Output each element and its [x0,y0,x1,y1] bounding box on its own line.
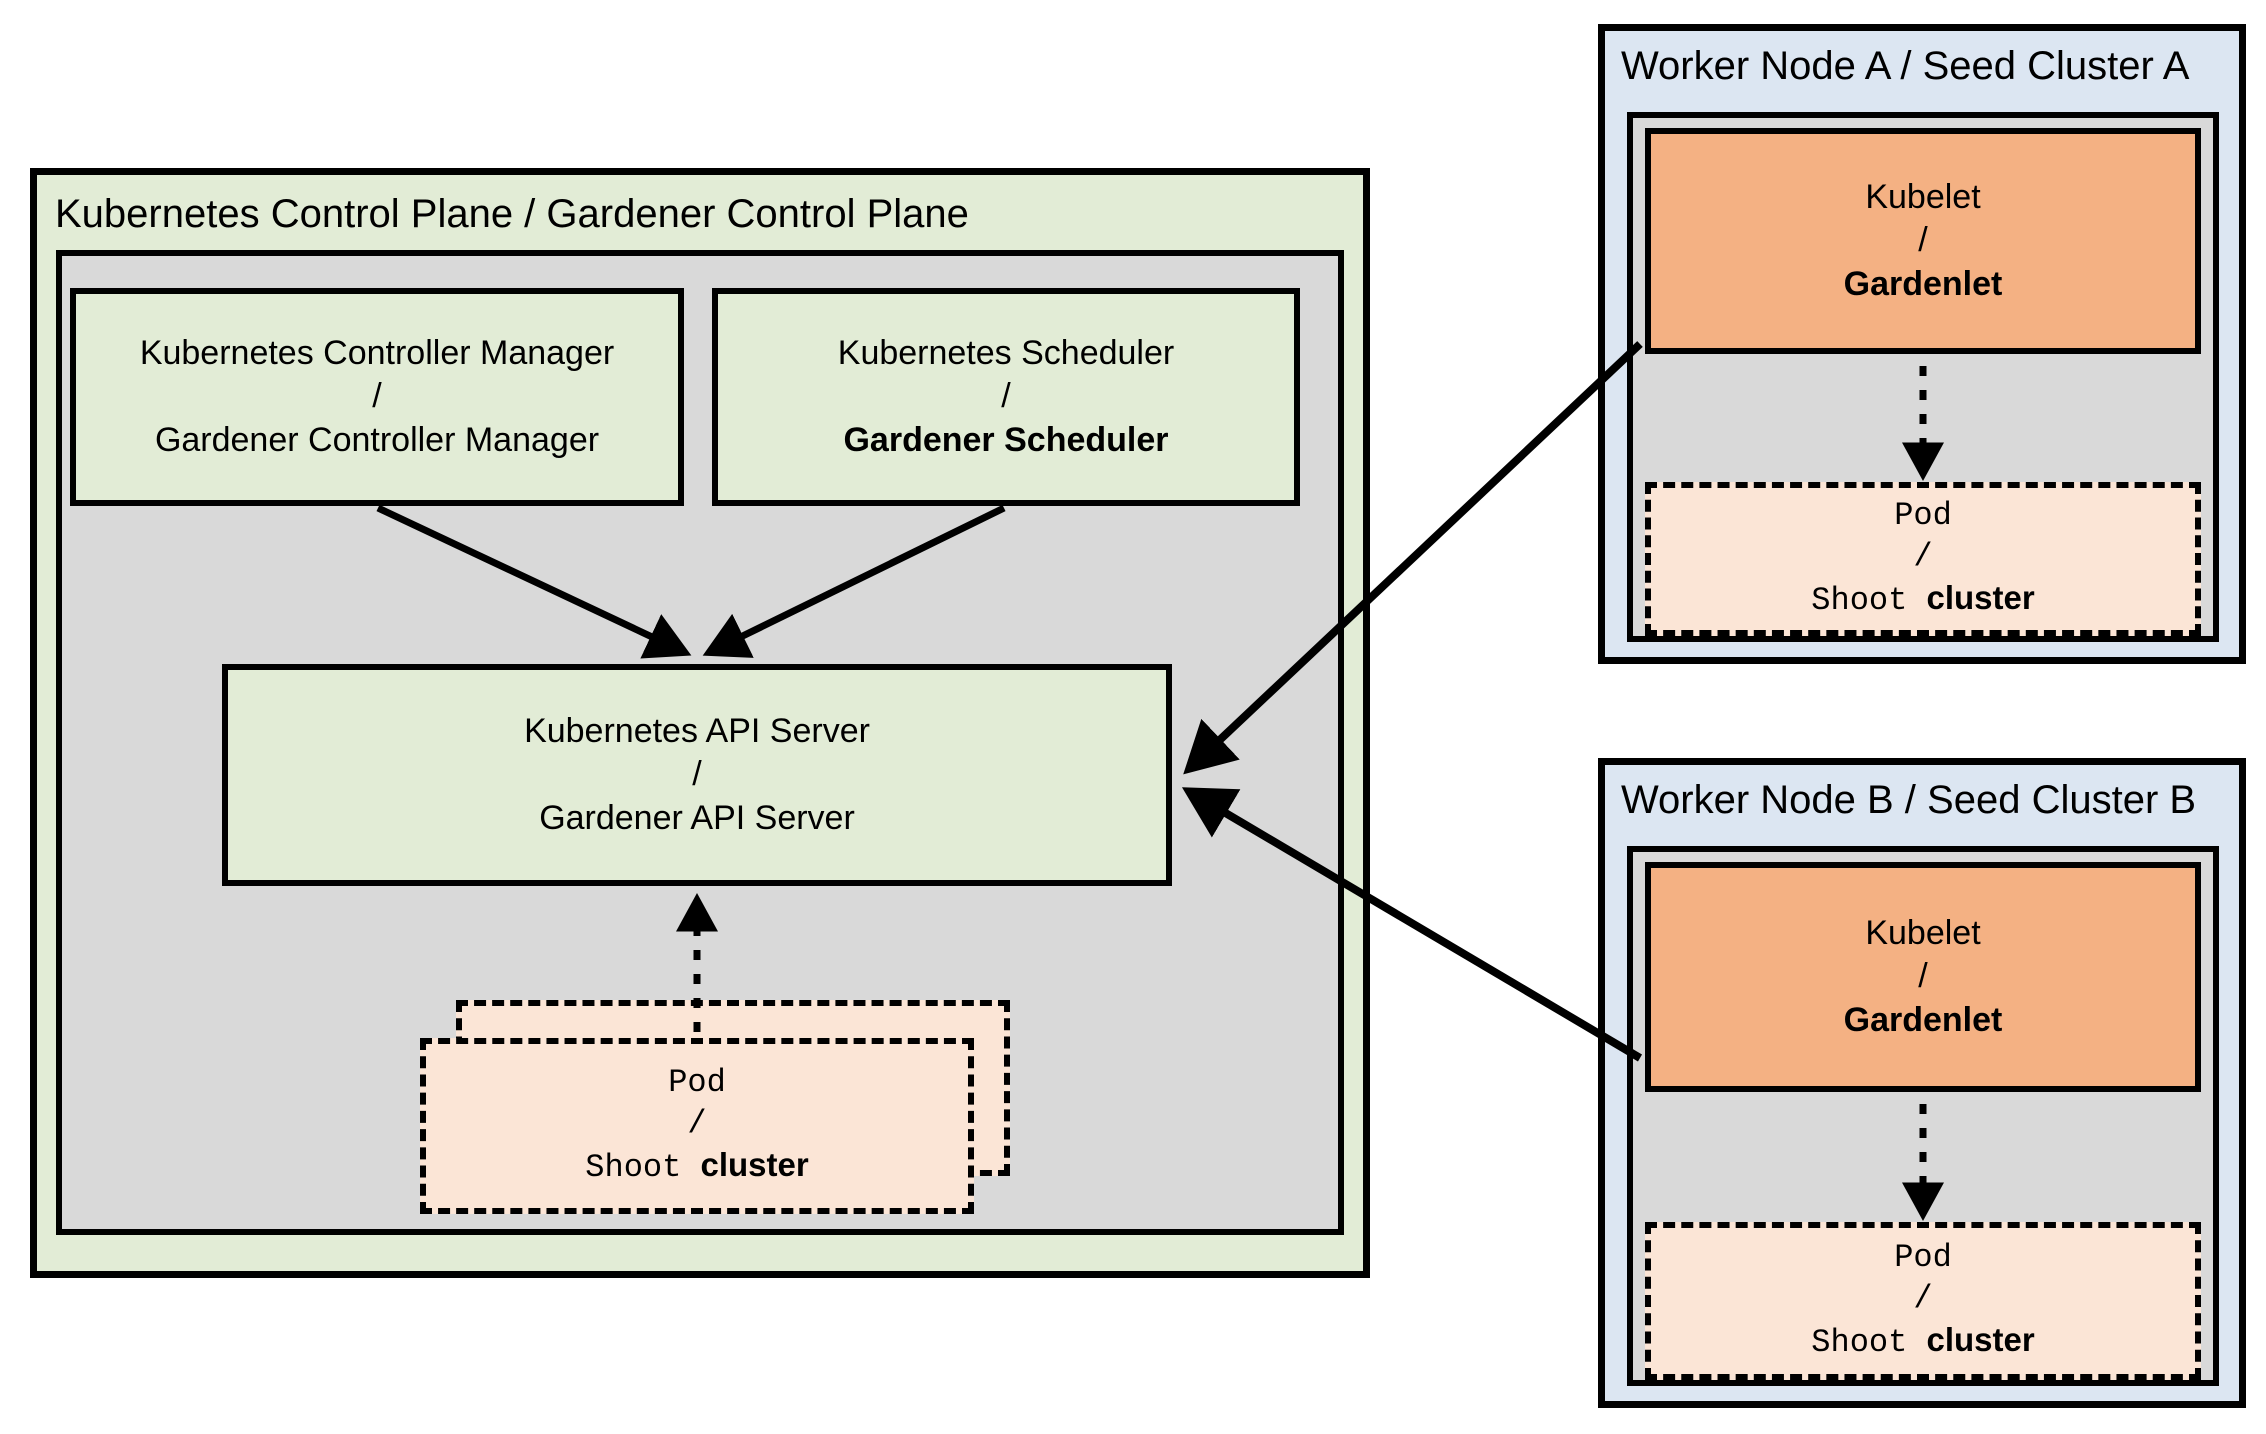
control-plane-pod-space [681,1149,700,1186]
api-server-line-1: Kubernetes API Server [524,711,870,750]
worker-node-b-kubelet-box[interactable]: Kubelet / Gardenlet [1645,862,2201,1092]
control-plane-pod-separator: / [687,1104,707,1142]
gardener-scheduler-line-2: Gardener Scheduler [843,420,1169,459]
worker-b-pod-line-1: Pod [1894,1238,1952,1276]
worker-node-a-kubelet-box[interactable]: Kubelet / Gardenlet [1645,128,2201,354]
controller-manager-line-1: Kubernetes Controller Manager [139,333,615,372]
worker-b-pod-shoot-text: Shoot [1811,1324,1908,1362]
worker-a-kubelet-line-1: Kubelet [1865,177,1981,216]
control-plane-pod-cluster-text: cluster [700,1146,809,1184]
kubernetes-api-server-box[interactable]: Kubernetes API Server / Gardener API Ser… [222,664,1172,886]
worker-a-pod-line-1: Pod [1894,496,1952,534]
worker-a-gardenlet-line-2: Gardenlet [1843,264,2003,303]
kubernetes-controller-manager-box[interactable]: Kubernetes Controller Manager / Gardener… [70,288,684,506]
worker-node-a-pod-box[interactable]: Pod / Shoot cluster [1645,482,2201,636]
worker-a-pod-separator: / [1913,537,1933,575]
worker-b-pod-cluster-text: cluster [1926,1321,2035,1359]
control-plane-pod-box[interactable]: Pod / Shoot cluster [420,1038,974,1214]
control-plane-pod-line-2: Shoot cluster [585,1144,808,1189]
control-plane-title: Kubernetes Control Plane / Gardener Cont… [55,192,969,236]
scheduler-line-1: Kubernetes Scheduler [837,333,1175,372]
worker-b-pod-line-2: Shoot cluster [1811,1319,2034,1364]
controller-manager-separator: / [372,377,382,416]
scheduler-separator: / [1001,377,1011,416]
worker-node-b-pod-box[interactable]: Pod / Shoot cluster [1645,1222,2201,1380]
worker-b-gardenlet-line-2: Gardenlet [1843,1000,2003,1039]
worker-a-pod-line-2: Shoot cluster [1811,577,2034,622]
control-plane-pod-line-1: Pod [668,1063,726,1101]
worker-a-kubelet-separator: / [1918,221,1928,260]
worker-a-pod-shoot-text: Shoot [1811,582,1908,620]
api-server-separator: / [692,755,702,794]
worker-node-b-title: Worker Node B / Seed Cluster B [1621,778,2197,822]
worker-b-pod-separator: / [1913,1279,1933,1317]
kubernetes-scheduler-box[interactable]: Kubernetes Scheduler / Gardener Schedule… [712,288,1300,506]
gardener-api-server-line-2: Gardener API Server [539,798,855,837]
worker-a-pod-space [1907,582,1926,619]
worker-b-kubelet-line-1: Kubelet [1865,913,1981,952]
worker-node-a-title: Worker Node A / Seed Cluster A [1621,44,2190,88]
worker-b-pod-space [1907,1324,1926,1361]
worker-a-pod-cluster-text: cluster [1926,579,2035,617]
worker-b-kubelet-separator: / [1918,957,1928,996]
control-plane-pod-shoot-text: Shoot [585,1149,682,1187]
gardener-controller-manager-line-2: Gardener Controller Manager [154,420,600,459]
